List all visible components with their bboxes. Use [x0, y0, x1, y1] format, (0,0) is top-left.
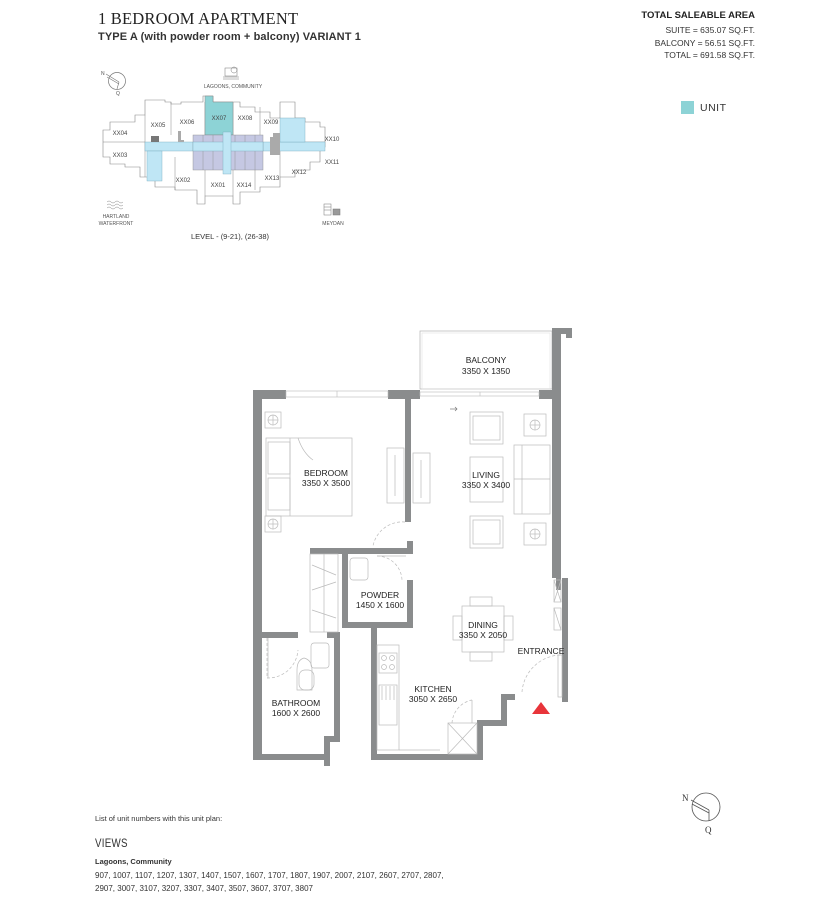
bedroom-label: BEDROOM [304, 468, 348, 478]
unit-numbers-list: 907, 1007, 1107, 1207, 1307, 1407, 1507,… [95, 871, 444, 893]
key-plan-drawing: N Q LAGOONS, COMMUNITY [99, 66, 344, 241]
compass-q: Q [116, 91, 120, 97]
kitchen-dims: 3050 X 2650 [409, 694, 457, 704]
compass-n: N [101, 71, 105, 77]
unit-xx07: XX07 [212, 116, 227, 122]
entrance-marker-icon [532, 702, 550, 714]
meydan-icon [323, 203, 341, 216]
unit-xx06: XX06 [180, 120, 195, 126]
arrow-icon [450, 406, 458, 412]
unit-swatch-icon [681, 101, 694, 114]
unit-xx10: XX10 [325, 137, 340, 143]
dining-label: DINING [468, 620, 498, 630]
balcony-area: BALCONY = 56.51 SQ.FT. [654, 37, 755, 48]
area-title: TOTAL SALEABLE AREA [641, 10, 755, 21]
suite-area: SUITE = 635.07 SQ.FT. [665, 25, 755, 35]
view-label-left-1: HARTLAND [103, 214, 130, 220]
total-area: TOTAL = 691.58 SQ.FT. [664, 50, 755, 60]
balcony-label: BALCONY [466, 355, 507, 365]
unit-xx03: XX03 [113, 153, 128, 159]
unit-xx14: XX14 [237, 183, 252, 189]
floor-plan-drawing: BALCONY 3350 X 1350 BEDROOM 3350 X 3500 … [253, 328, 572, 766]
views-subheading: Lagoons, Community [95, 857, 172, 866]
powder-dims: 1450 X 1600 [356, 600, 404, 610]
bathroom-dims: 1600 X 2600 [272, 708, 320, 718]
view-label-right: MEYDAN [322, 221, 344, 227]
key-plan: N Q LAGOONS, COMMUNITY [95, 62, 365, 247]
compass-icon: N Q [675, 785, 735, 840]
page-title: 1 BEDROOM APARTMENT [98, 9, 299, 28]
unit-list-note: List of unit numbers with this unit plan… [95, 814, 223, 823]
lagoons-icon [223, 66, 239, 80]
waterfront-icon [106, 200, 124, 210]
unit-xx01: XX01 [211, 183, 226, 189]
powder-label: POWDER [361, 590, 399, 600]
unit-xx08: XX08 [238, 116, 253, 122]
view-label-left-2: WATERFRONT [99, 221, 134, 227]
living-dims: 3350 X 3400 [462, 480, 510, 490]
dining-dims: 3350 X 2050 [459, 630, 507, 640]
unit-xx11: XX11 [325, 160, 340, 166]
compass-small-icon: N Q [101, 71, 126, 97]
unit-xx04: XX04 [113, 131, 128, 137]
saleable-area-panel: TOTAL SALEABLE AREA SUITE = 635.07 SQ.FT… [641, 10, 755, 62]
floor-plan: BALCONY 3350 X 1350 BEDROOM 3350 X 3500 … [240, 320, 585, 770]
walls [253, 328, 572, 766]
legend-label: UNIT [700, 101, 727, 114]
bathroom-label: BATHROOM [272, 698, 320, 708]
balcony-dims: 3350 X 1350 [462, 366, 510, 376]
furniture [264, 411, 563, 755]
unit-xx13: XX13 [265, 176, 280, 182]
unit-xx09: XX09 [264, 120, 279, 126]
unit-xx02: XX02 [176, 178, 191, 184]
unit-xx05: XX05 [151, 123, 166, 129]
unit-xx12: XX12 [292, 170, 307, 176]
compass-n-label: N [682, 793, 689, 803]
compass-q-label: Q [705, 825, 712, 835]
living-label: LIVING [472, 470, 500, 480]
view-label-top: LAGOONS, COMMUNITY [204, 84, 263, 90]
bedroom-dims: 3350 X 3500 [302, 478, 350, 488]
unit-type-subtitle: TYPE A (with powder room + balcony) VARI… [98, 31, 361, 43]
entrance-label: ENTRANCE [518, 646, 565, 656]
unit-legend: UNIT [681, 101, 727, 114]
level-label: LEVEL - (9-21), (26-38) [191, 232, 270, 241]
views-heading: VIEWS [95, 838, 128, 850]
kitchen-label: KITCHEN [414, 684, 451, 694]
